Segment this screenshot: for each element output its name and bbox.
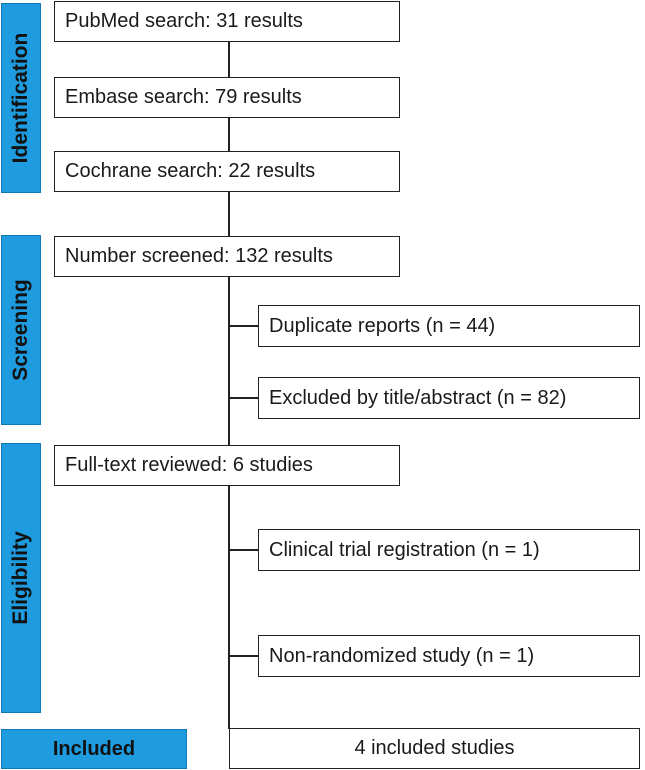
excluded-title-box: Excluded by title/abstract (n = 82) <box>258 377 640 419</box>
stage-eligibility: Eligibility <box>1 443 41 713</box>
included-studies-text: 4 included studies <box>354 737 515 759</box>
non-randomized-box: Non-randomized study (n = 1) <box>258 635 640 677</box>
stage-identification: Identification <box>1 3 41 193</box>
cochrane-search-box: Cochrane search: 22 results <box>54 151 400 192</box>
stage-eligibility-label: Eligibility <box>9 531 32 625</box>
pubmed-search-text: PubMed search: 31 results <box>65 10 303 32</box>
stage-included: Included <box>1 729 187 769</box>
stage-included-label: Included <box>52 737 136 760</box>
stage-identification-label: Identification <box>9 32 32 164</box>
included-studies-box: 4 included studies <box>229 728 640 769</box>
screened-box: Number screened: 132 results <box>54 236 400 277</box>
duplicates-box: Duplicate reports (n = 44) <box>258 305 640 347</box>
clinical-trial-box: Clinical trial registration (n = 1) <box>258 529 640 571</box>
screened-text: Number screened: 132 results <box>65 245 333 267</box>
embase-search-box: Embase search: 79 results <box>54 77 400 118</box>
branch-line-clinical-trial <box>228 549 258 551</box>
main-flow-line <box>228 42 230 729</box>
stage-screening-label: Screening <box>9 279 32 381</box>
stage-screening: Screening <box>1 235 41 425</box>
excluded-title-text: Excluded by title/abstract (n = 82) <box>269 386 567 409</box>
clinical-trial-text: Clinical trial registration (n = 1) <box>269 538 540 561</box>
cochrane-search-text: Cochrane search: 22 results <box>65 160 316 182</box>
duplicates-text: Duplicate reports (n = 44) <box>269 314 496 337</box>
pubmed-search-box: PubMed search: 31 results <box>54 1 400 42</box>
non-randomized-text: Non-randomized study (n = 1) <box>269 644 535 667</box>
fulltext-box: Full-text reviewed: 6 studies <box>54 445 400 486</box>
branch-line-duplicates <box>228 325 258 327</box>
branch-line-excluded-title <box>228 397 258 399</box>
fulltext-text: Full-text reviewed: 6 studies <box>65 454 313 476</box>
embase-search-text: Embase search: 79 results <box>65 86 302 108</box>
branch-line-non-randomized <box>228 655 258 657</box>
